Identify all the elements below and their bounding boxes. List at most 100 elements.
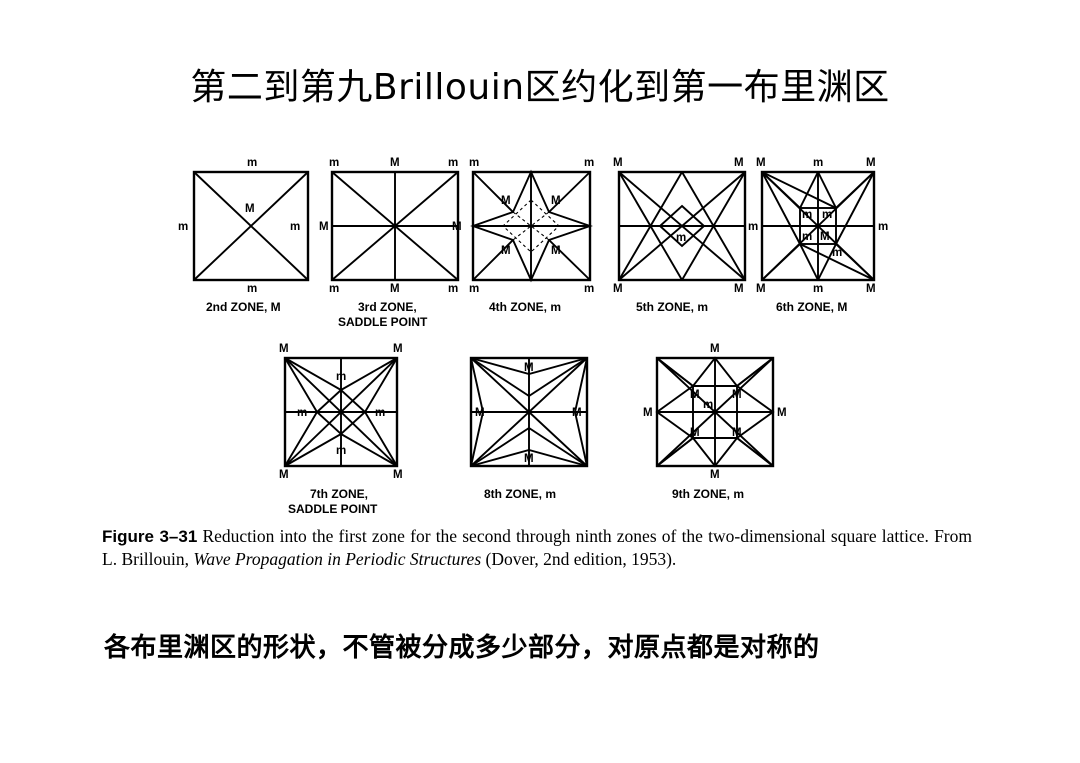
zone-6-diagram: M m M M m M m m m m m M m 6th ZONE, M xyxy=(748,157,888,314)
zone-boundary-line xyxy=(331,171,459,281)
zone-7-label-line1: 7th ZONE, xyxy=(310,487,368,501)
figure-caption: Figure 3–31 Reduction into the first zon… xyxy=(102,525,972,571)
zone-boundary-line xyxy=(472,171,591,281)
point-label-M: M xyxy=(572,407,582,419)
zone-boundary-line xyxy=(799,207,837,245)
zone-boundary-line xyxy=(761,171,875,281)
point-label-M: M xyxy=(279,469,289,481)
zone-2-diagram: m m m m M 2nd ZONE, M xyxy=(178,157,310,314)
point-label-M: M xyxy=(475,407,485,419)
point-label-M: M xyxy=(756,283,766,295)
zone-9-diagram: M M M M M M m M M 9th ZONE, m xyxy=(643,343,787,501)
point-label-m: m xyxy=(329,283,339,295)
point-label-m: m xyxy=(375,407,385,419)
point-label-m: m xyxy=(297,407,307,419)
point-label-M: M xyxy=(732,389,742,401)
zone-boundary-line xyxy=(656,357,774,467)
point-label-M: M xyxy=(690,389,700,401)
point-label-M: M xyxy=(245,203,255,215)
zone-5-label: 5th ZONE, m xyxy=(636,300,708,314)
point-label-M: M xyxy=(501,195,511,207)
point-label-m: m xyxy=(832,247,842,259)
point-label-M: M xyxy=(756,157,766,169)
zone-4-label: 4th ZONE, m xyxy=(489,300,561,314)
point-label-m: m xyxy=(703,399,713,411)
point-label-m: m xyxy=(584,157,594,169)
point-label-M: M xyxy=(501,245,511,257)
point-label-m: m xyxy=(290,221,300,233)
zone-boundary-line xyxy=(193,171,309,281)
point-label-M: M xyxy=(319,221,329,233)
point-label-M: M xyxy=(279,343,289,355)
point-label-m: m xyxy=(748,221,758,233)
summary-text: 各布里渊区的形状，不管被分成多少部分，对原点都是对称的 xyxy=(104,633,820,663)
point-label-m: m xyxy=(448,283,458,295)
point-label-m: m xyxy=(336,445,346,457)
zone-boundary-line xyxy=(284,357,398,467)
point-label-M: M xyxy=(866,283,876,295)
point-label-m: m xyxy=(813,157,823,169)
zone-boundary-line xyxy=(470,357,588,467)
point-label-M: M xyxy=(613,283,623,295)
point-label-M: M xyxy=(820,231,830,243)
zone-9-label: 9th ZONE, m xyxy=(672,487,744,501)
point-label-M: M xyxy=(393,469,403,481)
zone-boundary-line xyxy=(658,204,706,248)
point-label-M: M xyxy=(551,195,561,207)
point-label-m: m xyxy=(469,283,479,295)
point-label-m: m xyxy=(469,157,479,169)
point-label-M: M xyxy=(390,283,400,295)
point-label-m: m xyxy=(584,283,594,295)
zone-4-diagram: m m m m M M M M 4th ZONE, m xyxy=(469,157,594,314)
zone-2-frame xyxy=(192,170,310,282)
point-label-M: M xyxy=(613,157,623,169)
point-label-M: M xyxy=(524,453,534,465)
zone-6-label: 6th ZONE, M xyxy=(776,300,847,314)
point-label-M: M xyxy=(643,407,653,419)
zone-7-label-line2: SADDLE POINT xyxy=(288,502,378,516)
point-label-M: M xyxy=(866,157,876,169)
slide-title: 第二到第九Brillouin区约化到第一布里渊区 xyxy=(190,67,890,108)
point-label-m: m xyxy=(247,157,257,169)
zone-8-label: 8th ZONE, m xyxy=(484,487,556,501)
zone-8-diagram: M M M M 8th ZONE, m xyxy=(469,356,589,501)
zone-boundary-line xyxy=(470,357,588,467)
zone-boundary-line xyxy=(618,171,746,281)
zone-3-label-line2: SADDLE POINT xyxy=(338,315,428,329)
zone-boundary-line xyxy=(618,171,746,281)
zone-boundary-line xyxy=(470,357,588,467)
point-label-m: m xyxy=(802,231,812,243)
point-label-M: M xyxy=(710,469,720,481)
point-label-M: M xyxy=(390,157,400,169)
zone-boundary-line xyxy=(692,385,738,439)
point-label-m: m xyxy=(448,157,458,169)
point-label-M: M xyxy=(393,343,403,355)
point-label-m: m xyxy=(822,209,832,221)
zone-boundary-line xyxy=(473,172,590,280)
zone-boundary-line xyxy=(512,211,550,241)
point-label-M: M xyxy=(777,407,787,419)
zone-boundary-line xyxy=(502,199,560,253)
point-label-m: m xyxy=(676,232,686,244)
point-label-M: M xyxy=(452,221,462,233)
point-label-m: m xyxy=(329,157,339,169)
point-label-M: M xyxy=(732,427,742,439)
point-label-M: M xyxy=(551,245,561,257)
point-label-m: m xyxy=(247,283,257,295)
zone-boundary-line xyxy=(470,357,588,467)
point-label-m: m xyxy=(813,283,823,295)
zone-reduction-figure: m m m m M 2nd ZONE, M m M m m M m M M 3r… xyxy=(178,157,888,516)
point-label-m: m xyxy=(878,221,888,233)
zone-7-diagram: M M M M m m m m 7th ZONE, SADDLE POINT xyxy=(279,343,403,516)
point-label-M: M xyxy=(710,343,720,355)
caption-text: Reduction into the first zone for the se… xyxy=(102,526,972,569)
point-label-m: m xyxy=(802,209,812,221)
point-label-m: m xyxy=(336,371,346,383)
zone-5-diagram: M M M M m 5th ZONE, m xyxy=(613,157,747,314)
zone-boundary-line xyxy=(655,357,775,467)
zone-boundary-line xyxy=(315,388,367,436)
point-label-M: M xyxy=(734,157,744,169)
book-title: Wave Propagation in Periodic Structures xyxy=(193,549,482,569)
zone-3-diagram: m M m m M m M M 3rd ZONE, SADDLE POINT xyxy=(319,157,462,329)
caption-citation: (Dover, 2nd edition, 1953). xyxy=(481,549,677,569)
